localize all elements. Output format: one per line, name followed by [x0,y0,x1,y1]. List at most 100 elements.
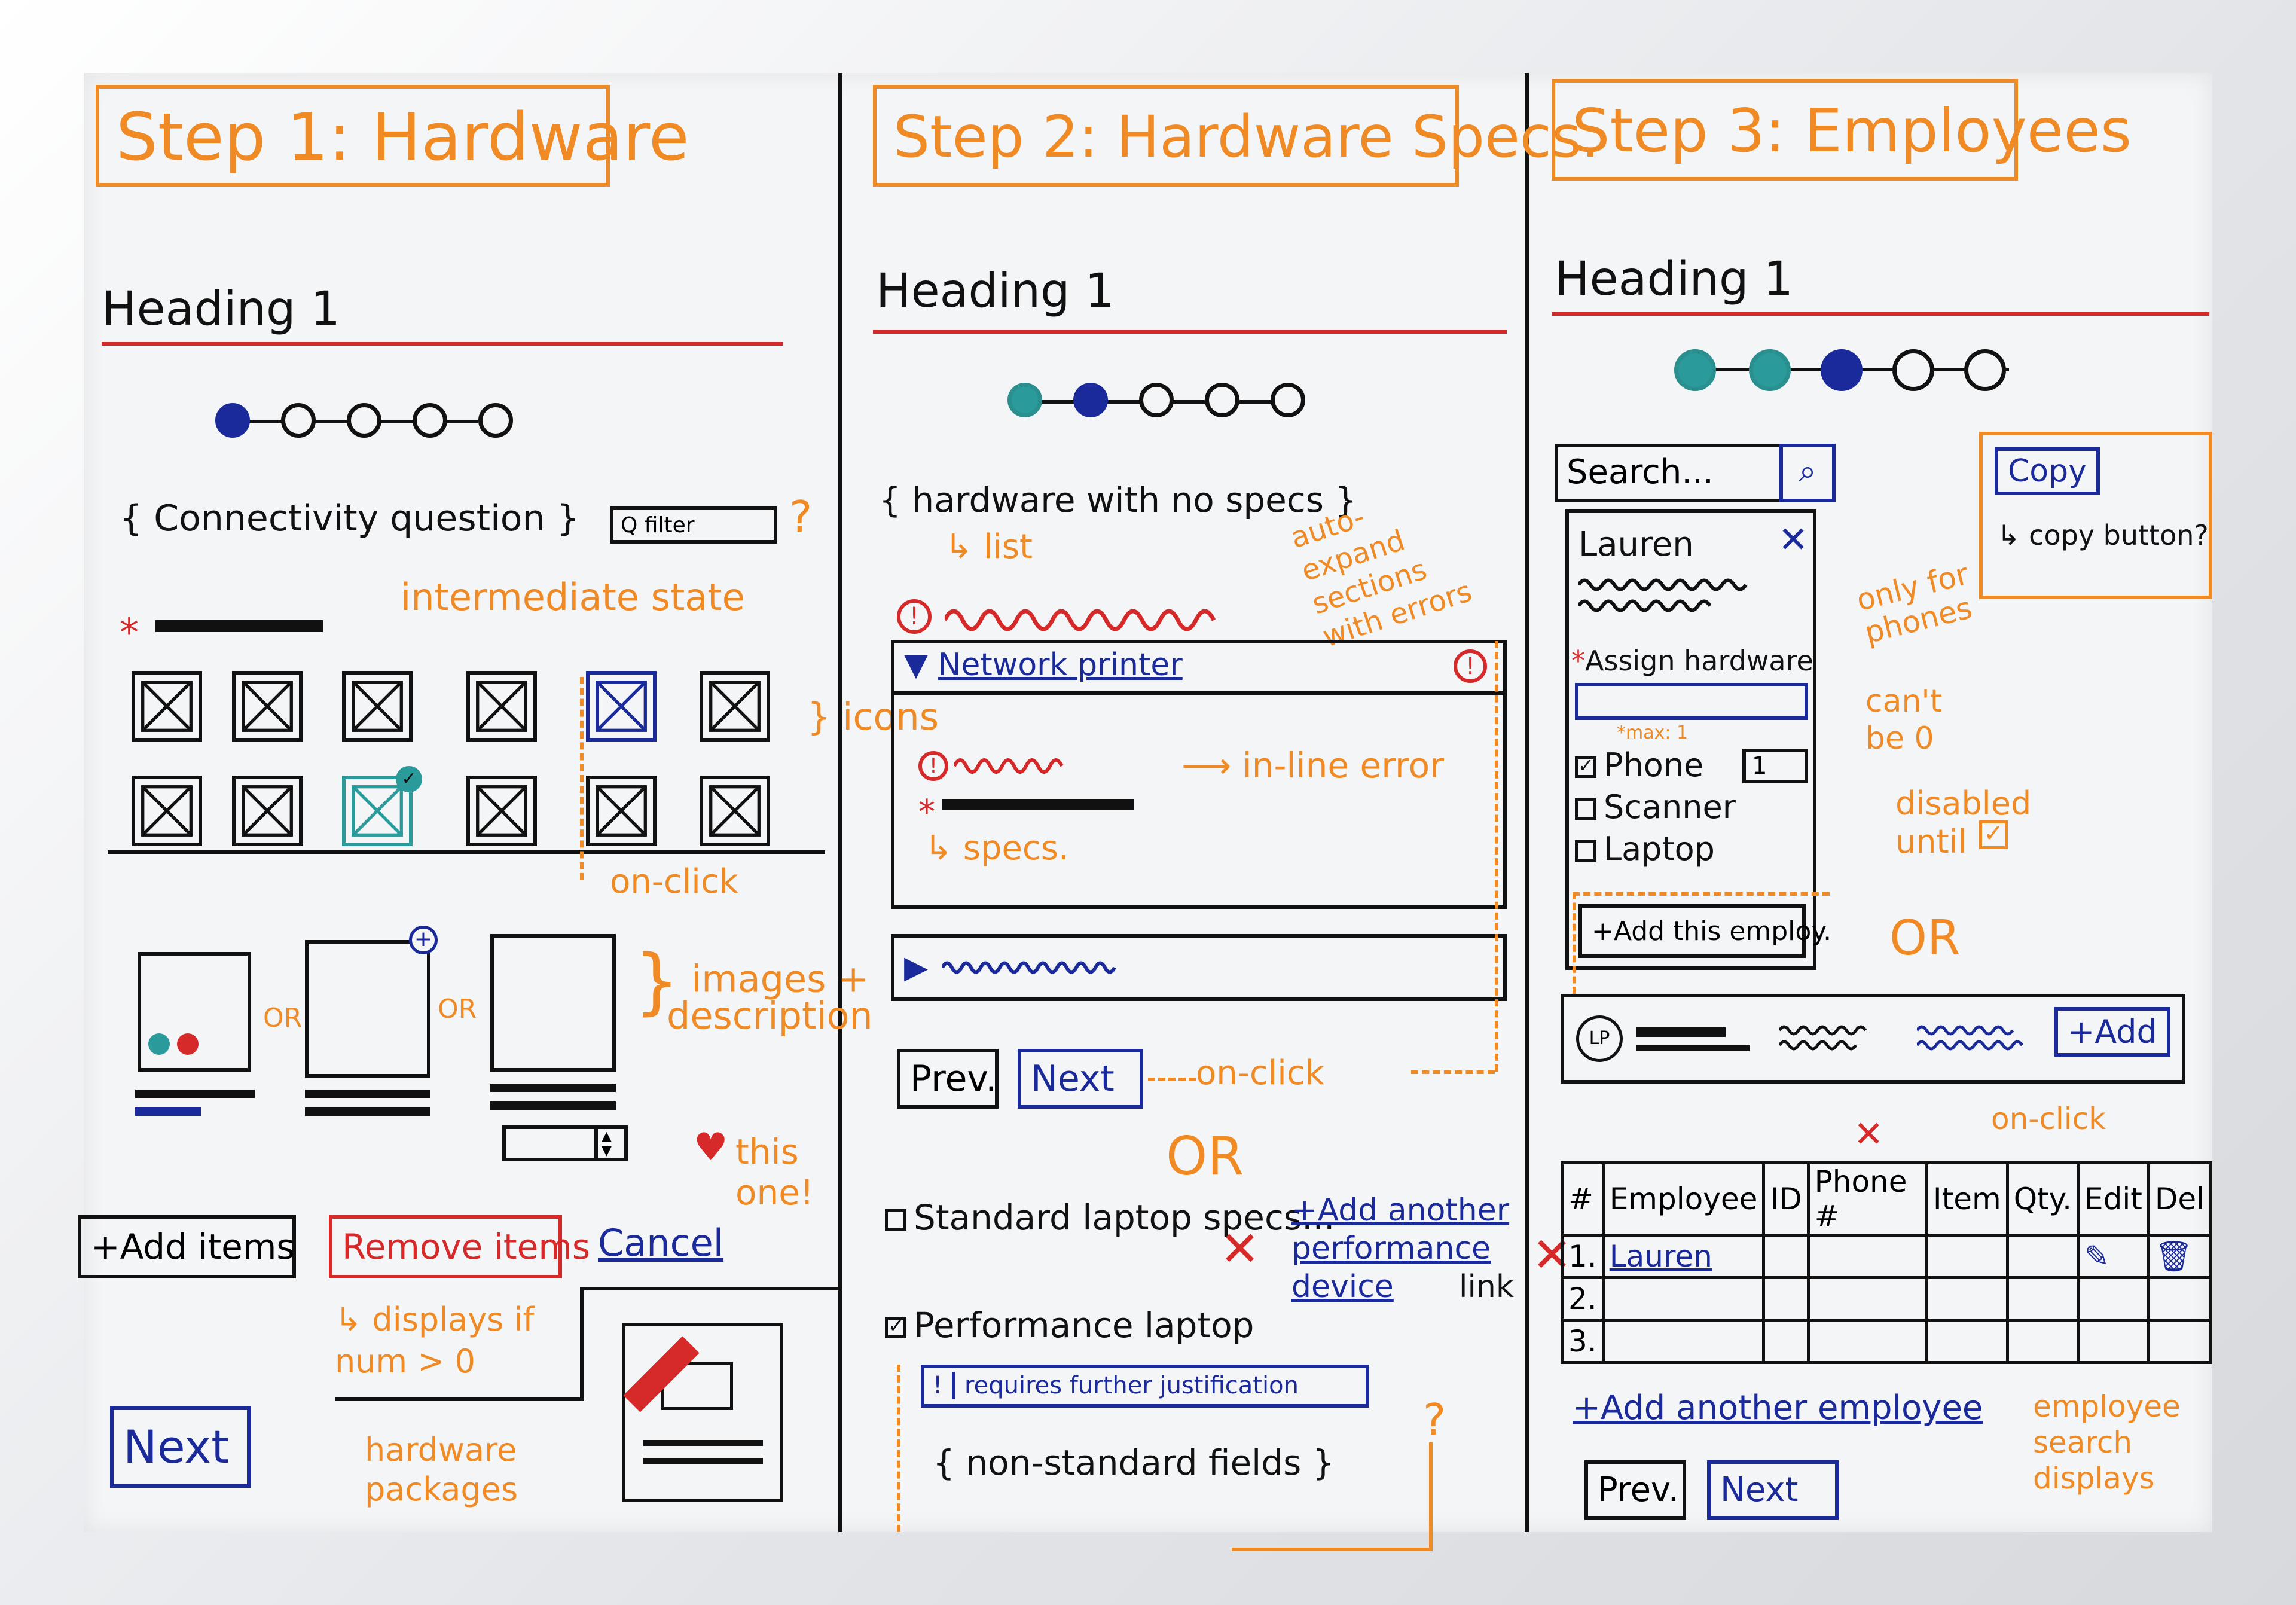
copy-note-box: Copy ↳ copy button? [1979,432,2212,599]
hardware-icon-option[interactable] [700,671,770,742]
image-card-b[interactable]: + [305,926,438,1078]
table-cell [1925,1319,2009,1364]
hardware-icon-option[interactable] [232,671,303,742]
name-line [1636,1027,1726,1037]
hardware-package-card[interactable] [622,1323,783,1502]
performance-laptop-option[interactable]: ✓Performance laptop [885,1305,1254,1345]
laptop-option[interactable]: Laptop [1575,830,1715,868]
desc-line [643,1458,763,1464]
add-circle-icon[interactable] [148,1033,170,1055]
assign-hardware-field[interactable] [1575,683,1808,720]
arrow-line [1429,1442,1433,1550]
collapsed-section[interactable]: ▶ [891,934,1507,1001]
standard-laptop-checkbox[interactable] [885,1209,906,1231]
performance-laptop-checkbox[interactable]: ✓ [885,1316,906,1338]
or-label: OR [1889,910,1961,966]
onclick-note: on-click [1196,1054,1325,1093]
table-cell [2077,1276,2150,1322]
progress-dot [1205,383,1239,417]
desc-line [135,1090,255,1098]
image-card-a[interactable] [138,952,251,1072]
section-header-divider [894,691,1503,695]
plus-circle-icon[interactable]: + [409,926,438,954]
heading-underline [873,330,1507,334]
close-icon[interactable]: ✕ [1778,519,1809,561]
desc-line [135,1107,201,1116]
remove-items-button[interactable]: Remove items [329,1215,590,1278]
table-cell: 1. [1561,1234,1605,1279]
expand-section-toggle[interactable]: ▼ Network printer [904,647,1183,683]
section-error-icon: ! [1454,649,1487,683]
prev-button[interactable]: Prev. [1584,1460,1686,1520]
step1-heading: Heading 1 [102,282,340,336]
phone-label: Phone [1604,746,1704,784]
hardware-icon-option[interactable]: ✓ [342,766,422,846]
hardware-icon-option[interactable] [586,671,657,742]
hardware-icon-option[interactable] [466,671,537,742]
detail-scribble [1917,1025,2024,1051]
next-button[interactable]: Next [110,1406,251,1488]
expand-arrow-icon[interactable]: ▶ [904,950,928,985]
copy-button[interactable]: Copy [1995,447,2100,495]
quantity-stepper[interactable]: ▲ ▼ [502,1125,628,1161]
filter-input[interactable]: Q filter [610,506,777,544]
spec-field-line[interactable] [942,799,1134,810]
add-this-employee-button[interactable]: +Add this employ. [1578,904,1831,958]
stepper-up-icon[interactable]: ▲ [602,1129,612,1144]
remove-circle-icon[interactable] [177,1033,199,1055]
progress-dot-current [1073,383,1108,417]
checkbox-note-icon: ✓ [1979,820,2008,849]
heading-underline [1552,312,2209,316]
add-another-employee-link[interactable]: +Add another employee [1573,1389,1983,1427]
phone-qty-stepper[interactable]: 1 [1742,749,1808,783]
hardware-icon-option[interactable] [132,776,202,846]
hardware-icon-option[interactable] [586,776,657,846]
add-another-performance-link[interactable]: +Add another performance device [1292,1192,1510,1305]
employee-name-link[interactable]: Lauren [1601,1234,1766,1279]
standard-laptop-option[interactable]: Standard laptop specs... [885,1197,1335,1238]
laptop-checkbox[interactable] [1575,840,1596,862]
progress-dot [1271,383,1305,417]
edit-icon[interactable]: ✎ [2077,1234,2150,1279]
list-note: ↳ list [945,527,1033,566]
next-button[interactable]: Next [1707,1460,1839,1520]
table-cell: 3. [1561,1319,1605,1364]
delete-icon[interactable]: 🗑 [2147,1234,2213,1279]
section-divider [108,850,825,854]
question-note: ? [1423,1395,1446,1445]
hardware-icon-option[interactable] [466,776,537,846]
add-employee-button[interactable]: +Add [2054,1007,2170,1057]
scanner-checkbox[interactable] [1575,798,1596,820]
copy-button-note: ↳ copy button? [1997,519,2209,551]
search-icon[interactable]: ⌕ [1779,444,1836,502]
prev-button[interactable]: Prev. [897,1049,999,1109]
hardware-icon-option[interactable] [132,671,202,742]
images-description-note: } images + [634,940,869,1023]
add-items-button[interactable]: +Add items [78,1215,296,1278]
image-card-c[interactable] [490,934,616,1072]
search-input[interactable]: Search... [1555,444,1783,502]
hardware-icon-option[interactable] [342,671,413,742]
phone-checkbox[interactable]: ✓ [1575,756,1596,779]
this-one-note: this one! [735,1131,814,1213]
assign-hardware-label: *Assign hardware [1571,645,1813,677]
step1-title: Step 1: Hardware [96,85,689,187]
step2-heading: Heading 1 [876,264,1115,318]
connectivity-question: { Connectivity question } [120,498,579,539]
cancel-link[interactable]: Cancel [598,1221,724,1265]
table-header-cell: Item [1925,1161,2009,1237]
next-button[interactable]: Next [1018,1049,1143,1109]
justification-field[interactable]: !requires further justification [921,1365,1369,1408]
hardware-icon-option[interactable] [232,776,303,846]
desc-line [305,1090,430,1098]
progress-dot [413,403,447,438]
phone-option[interactable]: ✓ Phone [1575,746,1703,784]
stepper-down-icon[interactable]: ▼ [602,1143,612,1158]
hardware-icon-option[interactable] [700,776,770,846]
inline-error-text: in-line error [1242,745,1444,786]
required-label-line [155,620,323,632]
table-cell [1806,1276,1928,1322]
network-printer-link[interactable]: Network printer [938,647,1183,683]
table-cell [2005,1319,2080,1364]
scanner-option[interactable]: Scanner [1575,788,1736,826]
